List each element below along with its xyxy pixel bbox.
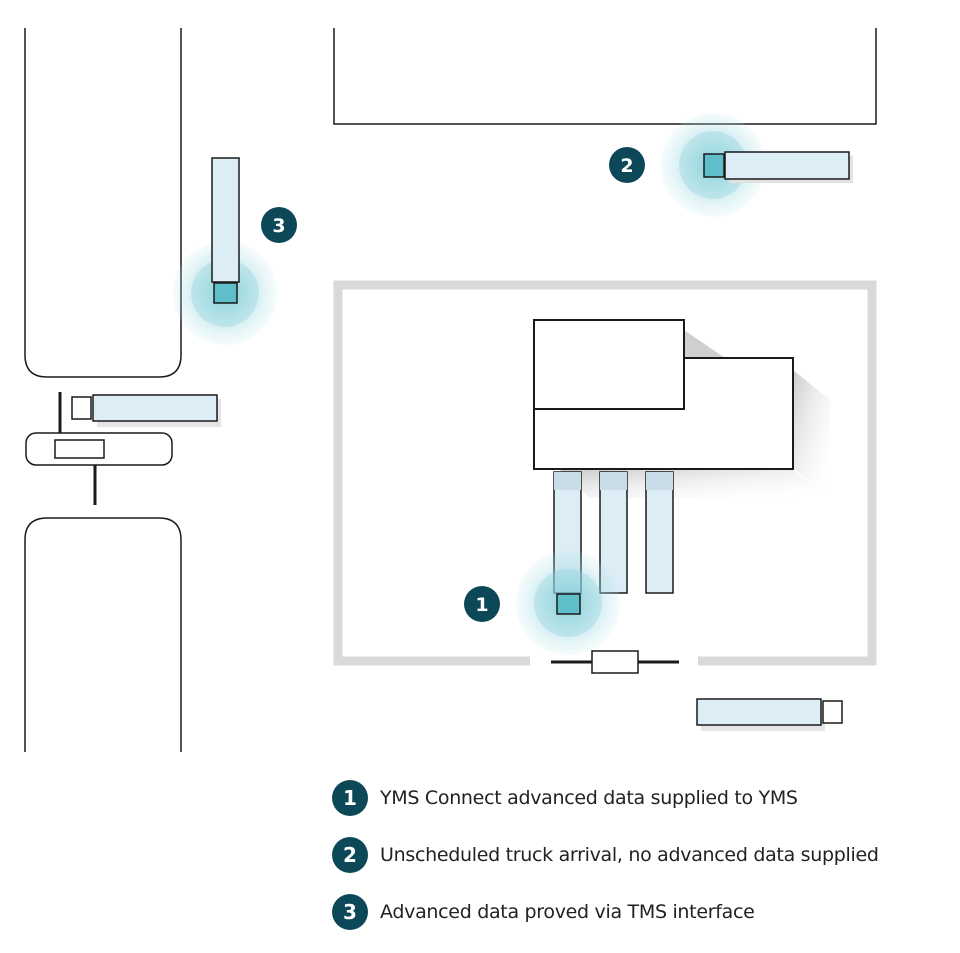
badge-2-number: 2 bbox=[620, 155, 633, 177]
badge-1: 1 bbox=[464, 586, 500, 622]
legend-item-1: 1 YMS Connect advanced data supplied to … bbox=[332, 780, 798, 816]
left-gate bbox=[25, 392, 173, 505]
bottom-gate bbox=[551, 650, 679, 674]
truck-bottom-right bbox=[696, 698, 843, 731]
legend-badge-1: 1 bbox=[332, 780, 368, 816]
legend-item-3: 3 Advanced data proved via TMS interface bbox=[332, 894, 755, 930]
yard-fence bbox=[333, 280, 877, 666]
legend-text-3: Advanced data proved via TMS interface bbox=[380, 901, 755, 923]
legend-text-2: Unscheduled truck arrival, no advanced d… bbox=[380, 844, 879, 866]
truck-marker-3 bbox=[173, 157, 277, 345]
top-building bbox=[333, 28, 877, 125]
badge-1-number: 1 bbox=[475, 594, 488, 616]
truck-marker-1 bbox=[516, 551, 620, 655]
badge-3-number: 3 bbox=[272, 215, 285, 237]
legend-text-1: YMS Connect advanced data supplied to YM… bbox=[380, 787, 798, 809]
truck-left-gate bbox=[71, 394, 221, 427]
badge-2: 2 bbox=[609, 147, 645, 183]
legend-item-2: 2 Unscheduled truck arrival, no advanced… bbox=[332, 837, 879, 873]
badge-3: 3 bbox=[261, 207, 297, 243]
truck-marker-2 bbox=[661, 113, 853, 217]
legend-badge-3: 3 bbox=[332, 894, 368, 930]
left-building-bottom bbox=[24, 517, 182, 752]
legend-badge-2: 2 bbox=[332, 837, 368, 873]
left-building-top bbox=[24, 28, 182, 378]
